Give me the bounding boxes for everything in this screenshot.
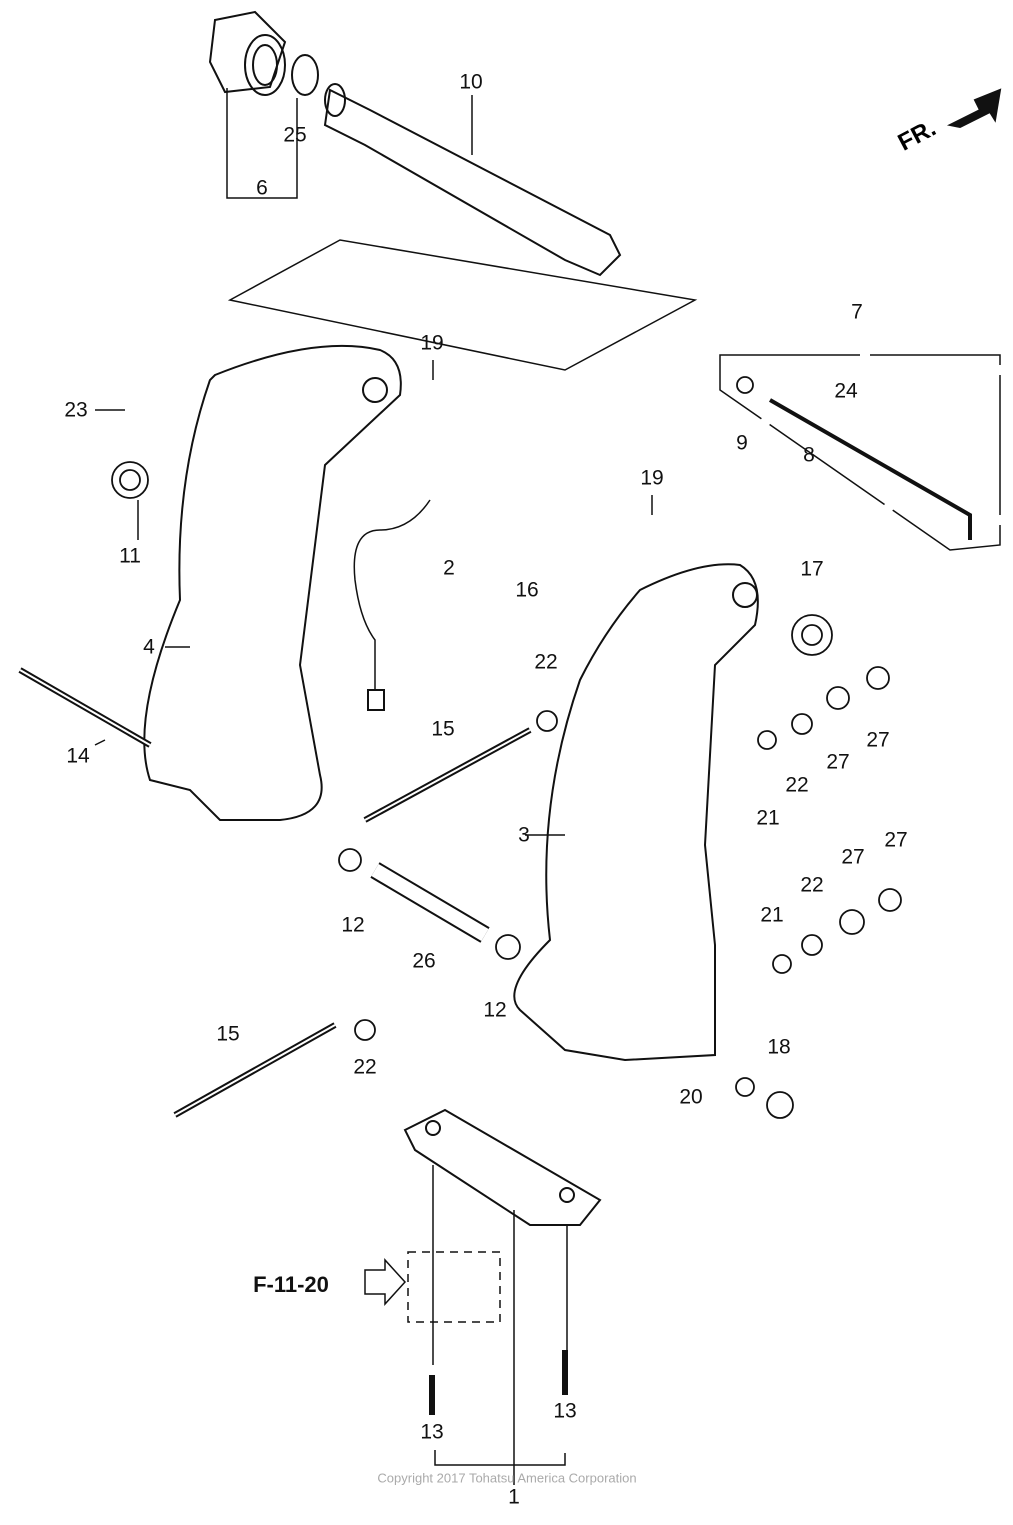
callout-20: 20 (679, 1085, 703, 1109)
o-ring-part-25 (291, 54, 319, 96)
callout-22: 22 (534, 650, 558, 674)
bracket-part-3 (513, 563, 759, 1062)
callout-26: 26 (412, 949, 436, 973)
callout-9: 9 (736, 431, 748, 455)
callout-27: 27 (884, 828, 908, 852)
callout-13: 13 (420, 1420, 444, 1444)
callout-1: 1 (508, 1485, 520, 1509)
callout-10: 10 (459, 70, 483, 94)
callout-13: 13 (553, 1399, 577, 1423)
callout-21: 21 (760, 903, 784, 927)
callout-21: 21 (756, 806, 780, 830)
callout-2: 2 (443, 556, 455, 580)
callout-11: 11 (119, 544, 141, 568)
callout-19: 19 (420, 331, 444, 355)
callout-22: 22 (353, 1055, 377, 1079)
callout-17: 17 (800, 557, 824, 581)
callout-22: 22 (785, 773, 809, 797)
callout-15: 15 (216, 1022, 240, 1046)
callout-27: 27 (826, 750, 850, 774)
callout-16: 16 (515, 578, 539, 602)
callout-14: 14 (66, 744, 90, 768)
callout-19: 19 (640, 466, 664, 490)
callout-7: 7 (851, 300, 863, 324)
callout-24: 24 (834, 379, 858, 403)
bushing-part-6 (208, 10, 287, 96)
callout-3: 3 (518, 823, 530, 847)
callout-22: 22 (800, 873, 824, 897)
copyright-notice: Copyright 2017 Tohatsu America Corporati… (377, 1470, 637, 1486)
bracket-part-4 (143, 344, 402, 821)
plate-part-1 (403, 1108, 602, 1226)
reference-link-label[interactable]: F-11-20 (253, 1272, 329, 1297)
callout-6: 6 (256, 176, 268, 200)
callout-4: 4 (143, 635, 155, 659)
callout-12: 12 (341, 913, 365, 937)
callout-27: 27 (841, 845, 865, 869)
callout-18: 18 (767, 1035, 791, 1059)
callout-23: 23 (64, 398, 88, 422)
callout-25: 25 (283, 123, 307, 147)
callout-8: 8 (803, 443, 815, 467)
callout-27: 27 (866, 728, 890, 752)
callout-12: 12 (483, 998, 507, 1022)
shaft-part-10 (323, 83, 622, 277)
callout-15: 15 (431, 717, 455, 741)
